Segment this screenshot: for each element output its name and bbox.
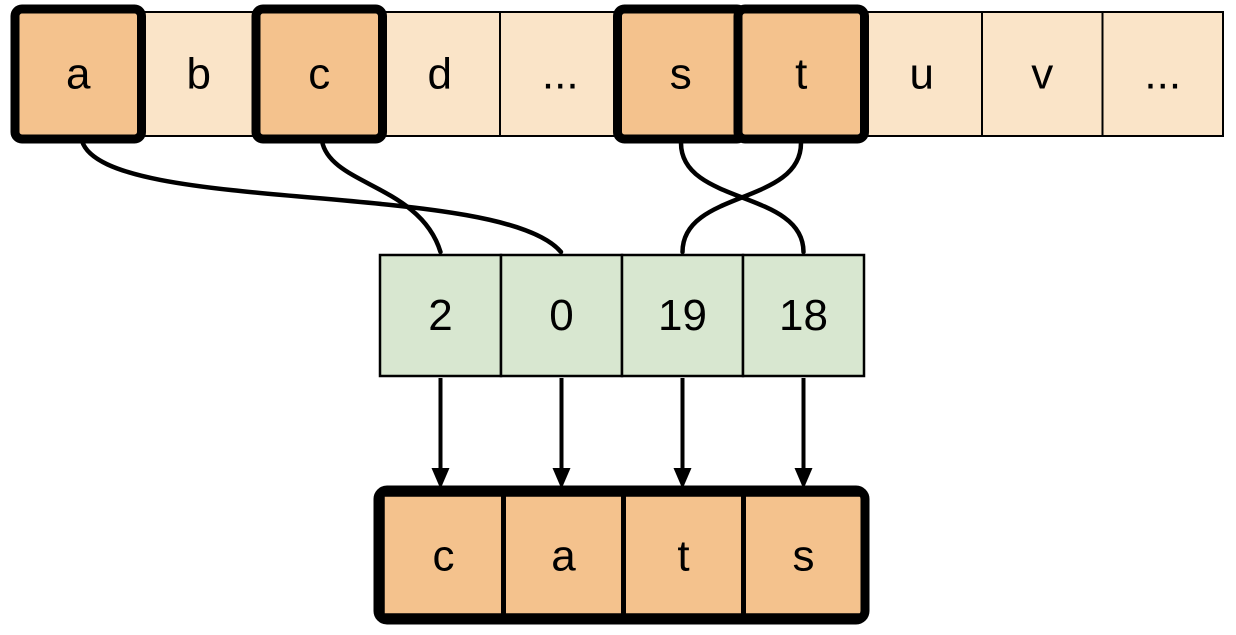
alphabet-cell-d: [378, 11, 501, 137]
index-label-19: 19: [658, 291, 707, 340]
alphabet-cell-c-highlighted: [251, 4, 387, 144]
alphabet-label-t: t: [795, 50, 807, 99]
arrow-head-2: [552, 468, 571, 489]
word-label-a: a: [551, 532, 576, 581]
index-cell-19: [620, 253, 745, 378]
word-cell-t: [622, 494, 745, 616]
word-cell-c: [382, 494, 505, 616]
alphabet-cell-ellipsis-1: [499, 11, 622, 137]
index-label-2: 2: [428, 291, 452, 340]
arrow-head-3: [673, 468, 692, 489]
alphabet-cell-a-highlighted: [10, 4, 146, 144]
alphabet-label-u: u: [910, 50, 934, 99]
alphabet-label-c: c: [308, 50, 330, 99]
alphabet-label-b: b: [187, 50, 211, 99]
connector-c-to-2: [319, 138, 443, 255]
alphabet-label-a: a: [66, 50, 91, 99]
alphabet-label-ellipsis-1: ...: [542, 50, 579, 99]
connector-a-to-0: [79, 138, 564, 255]
word-label-t: t: [677, 532, 689, 581]
index-label-18: 18: [779, 291, 828, 340]
word-label-c: c: [433, 532, 455, 581]
alphabet-label-d: d: [428, 50, 452, 99]
index-cell-2: [378, 253, 503, 378]
alphabet-row: a b c d ... s t u v ...: [10, 4, 1224, 144]
alphabet-cell-b: [137, 11, 260, 137]
alphabet-label-v: v: [1031, 50, 1053, 99]
word-cell-a: [502, 494, 625, 616]
letter-to-index-connectors: [79, 138, 806, 255]
word-row-outline: [373, 485, 870, 625]
index-label-0: 0: [549, 291, 573, 340]
word-row: c a t s: [373, 485, 870, 625]
alphabet-label-s: s: [670, 50, 692, 99]
index-cell-18: [741, 253, 866, 378]
alphabet-cell-ellipsis-2: [1101, 11, 1224, 137]
alphabet-cell-t-highlighted: [733, 4, 869, 144]
connector-t-to-19: [680, 140, 804, 255]
arrow-head-4: [794, 468, 813, 489]
index-to-word-arrows: [431, 378, 813, 489]
word-label-s: s: [793, 532, 815, 581]
alphabet-cell-v: [981, 11, 1104, 137]
alphabet-label-ellipsis-2: ...: [1144, 50, 1181, 99]
arrow-head-1: [431, 468, 450, 489]
word-cell-s: [742, 494, 865, 616]
index-row: 2 0 19 18: [378, 253, 866, 378]
